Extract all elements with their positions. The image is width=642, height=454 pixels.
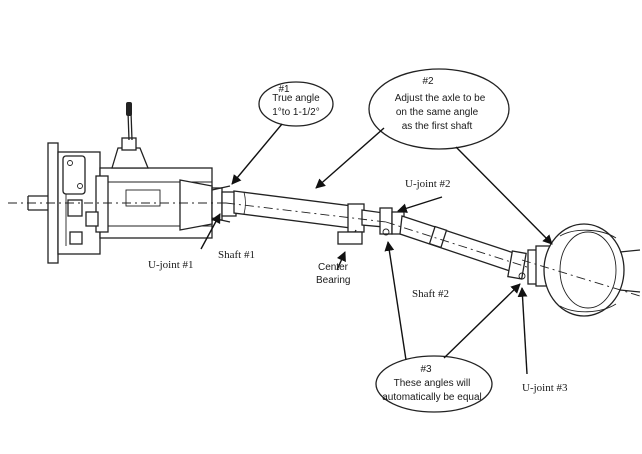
label-center-bearing-line1: Center bbox=[318, 262, 349, 273]
callout-3-line2: automatically be equal bbox=[382, 392, 482, 403]
callout-2-line1: Adjust the axle to be bbox=[395, 93, 486, 104]
callout-2-number: #2 bbox=[422, 76, 434, 87]
callout-2-line3: as the first shaft bbox=[402, 121, 473, 132]
callout-1-number: #1 bbox=[278, 84, 290, 95]
callout-2: #2 Adjust the axle to be on the same ang… bbox=[368, 68, 510, 150]
axle-differential bbox=[535, 223, 641, 317]
callout-3-number: #3 bbox=[420, 364, 432, 375]
transmission bbox=[27, 102, 213, 264]
callout-1-line1: True angle bbox=[272, 93, 320, 104]
u-joint-3 bbox=[507, 249, 539, 285]
u-joint-1 bbox=[211, 185, 237, 223]
label-shaft-2: Shaft #2 bbox=[412, 288, 449, 300]
leader-arrows bbox=[200, 123, 553, 375]
label-center-bearing-line2: Bearing bbox=[316, 275, 350, 286]
shaft-1 bbox=[233, 190, 353, 229]
centerlines bbox=[8, 202, 641, 297]
callout-3-line1: These angles will bbox=[394, 378, 471, 389]
label-ujoint-1: U-joint #1 bbox=[148, 259, 194, 271]
center-bearing bbox=[337, 203, 365, 245]
callout-2-line2: on the same angle bbox=[396, 107, 479, 118]
callout-1: #1 True angle 1°to 1-1/2° bbox=[258, 81, 334, 127]
callout-1-line2: 1°to 1-1/2° bbox=[272, 107, 319, 118]
shaft-2 bbox=[399, 215, 515, 272]
label-ujoint-2: U-joint #2 bbox=[405, 178, 451, 190]
label-ujoint-3: U-joint #3 bbox=[522, 382, 568, 394]
callout-3: #3 These angles will automatically be eq… bbox=[375, 355, 493, 413]
label-shaft-1: Shaft #1 bbox=[218, 249, 255, 261]
